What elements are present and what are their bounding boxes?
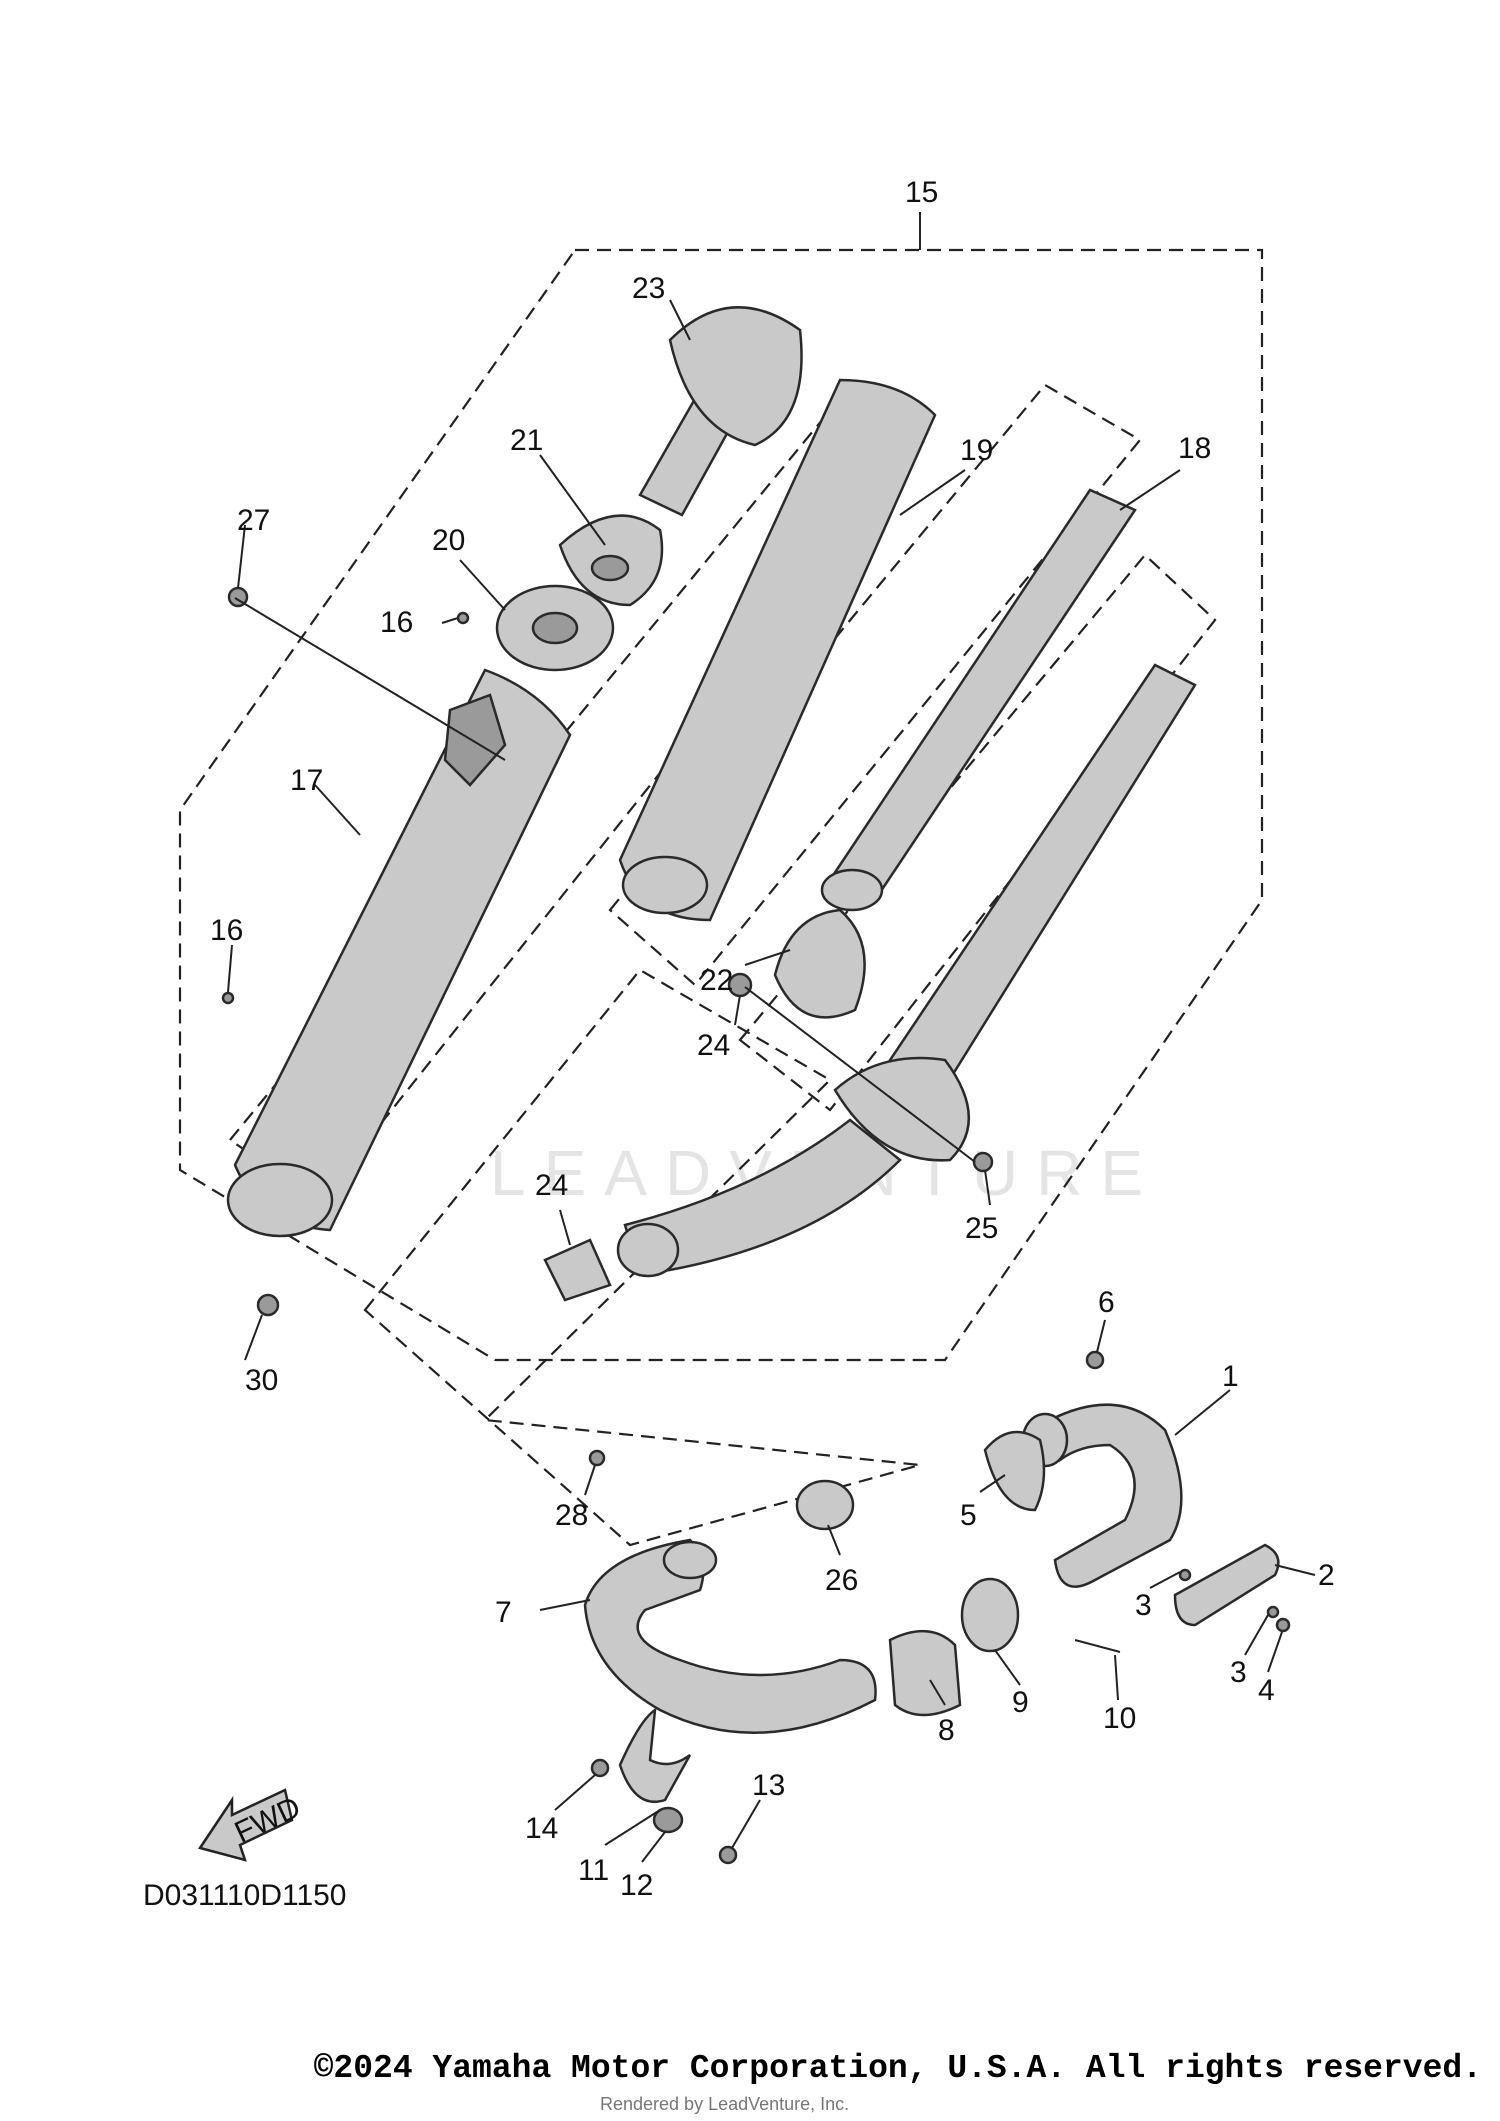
- inner-pipe-19: [618, 378, 937, 922]
- sleeve-24: [543, 1238, 612, 1302]
- assembly-15-boundary: [178, 248, 1264, 1362]
- callout-25: 24: [697, 1029, 730, 1062]
- screw-4: [1275, 1617, 1291, 1633]
- nut-26: [972, 1151, 994, 1173]
- washer-3-lower: [1266, 1605, 1280, 1619]
- callout-5: 5: [960, 1499, 977, 1532]
- callout-18: 18: [1178, 432, 1211, 465]
- lower-link-box: [363, 968, 921, 1547]
- callout-26: 25: [965, 1212, 998, 1245]
- callout-14: 14: [525, 1812, 558, 1845]
- callout-28: 28: [555, 1499, 588, 1532]
- callout-29: 27: [237, 504, 270, 537]
- gasket-5: [983, 1430, 1046, 1512]
- end-cap-21: [558, 514, 664, 607]
- leader-lines: [227, 299, 1316, 1863]
- rendered-by-note: Rendered by LeadVenture, Inc.: [600, 2094, 850, 2114]
- bolt-10: [1074, 1639, 1121, 1653]
- callout-8: 8: [938, 1714, 955, 1747]
- callout-10: 10: [1103, 1702, 1136, 1735]
- clamp-27: [795, 1479, 855, 1531]
- callout-24: 24: [535, 1169, 568, 1202]
- joint-8: [888, 1629, 962, 1717]
- bolt-30: [256, 1293, 280, 1317]
- callout-16b: 16: [210, 914, 243, 947]
- link-pipe-assembly: [616, 663, 1197, 1278]
- nut-14: [590, 1758, 610, 1778]
- callout-15: 15: [905, 176, 938, 209]
- inner-pipe-18: [820, 488, 1137, 912]
- callout-3a: 3: [1135, 1589, 1152, 1622]
- rivet-16-upper: [456, 611, 470, 625]
- collar-12: [652, 1806, 684, 1834]
- callout-4: 4: [1258, 1674, 1275, 1707]
- header-pipe-7: [583, 1538, 877, 1734]
- callout-2: 2: [1318, 1559, 1335, 1592]
- diagram-code: D031110D1150: [143, 1879, 347, 1912]
- cone-22: [773, 908, 866, 1019]
- callout-labels: 15 23 21 19 18 27 20 16 17 16 22 24 24 2…: [210, 176, 1335, 1902]
- callout-23: 23: [632, 272, 665, 305]
- rivet-16-lower: [221, 991, 235, 1005]
- callout-13: 13: [752, 1769, 785, 1802]
- copyright-notice: ©2024 Yamaha Motor Corporation, U.S.A. A…: [313, 2050, 1482, 2087]
- bracket-11: [618, 1707, 692, 1803]
- callout-22: 22: [700, 964, 733, 997]
- callout-21: 21: [510, 424, 543, 457]
- callout-1: 1: [1222, 1360, 1239, 1393]
- tail-pipe-23: [638, 306, 803, 517]
- callout-9: 9: [1012, 1686, 1029, 1719]
- callout-17: 17: [290, 764, 323, 797]
- callout-30: 30: [245, 1364, 278, 1397]
- end-cap-20: [495, 584, 615, 672]
- callout-20: 20: [432, 524, 465, 557]
- callout-19: 19: [960, 434, 993, 467]
- bolt-13: [718, 1845, 738, 1865]
- muffler-body-17: [226, 668, 572, 1238]
- protector-2: [1173, 1543, 1280, 1627]
- callout-27: 26: [825, 1564, 858, 1597]
- callout-12: 12: [620, 1869, 653, 1902]
- fwd-arrow-icon: FWD: [197, 1788, 306, 1862]
- callout-7: 7: [495, 1596, 512, 1629]
- exhaust-pipe-1: [1021, 1403, 1183, 1588]
- bolt-28: [588, 1449, 606, 1467]
- nut-6: [1085, 1350, 1105, 1370]
- washer-3-upper: [1178, 1568, 1192, 1582]
- callout-6: 6: [1098, 1286, 1115, 1319]
- pipe-18-box: [738, 553, 1217, 1112]
- callout-11: 11: [578, 1854, 609, 1887]
- callout-3b: 3: [1230, 1656, 1247, 1689]
- callout-16a: 16: [380, 606, 413, 639]
- clamp-9: [960, 1577, 1020, 1653]
